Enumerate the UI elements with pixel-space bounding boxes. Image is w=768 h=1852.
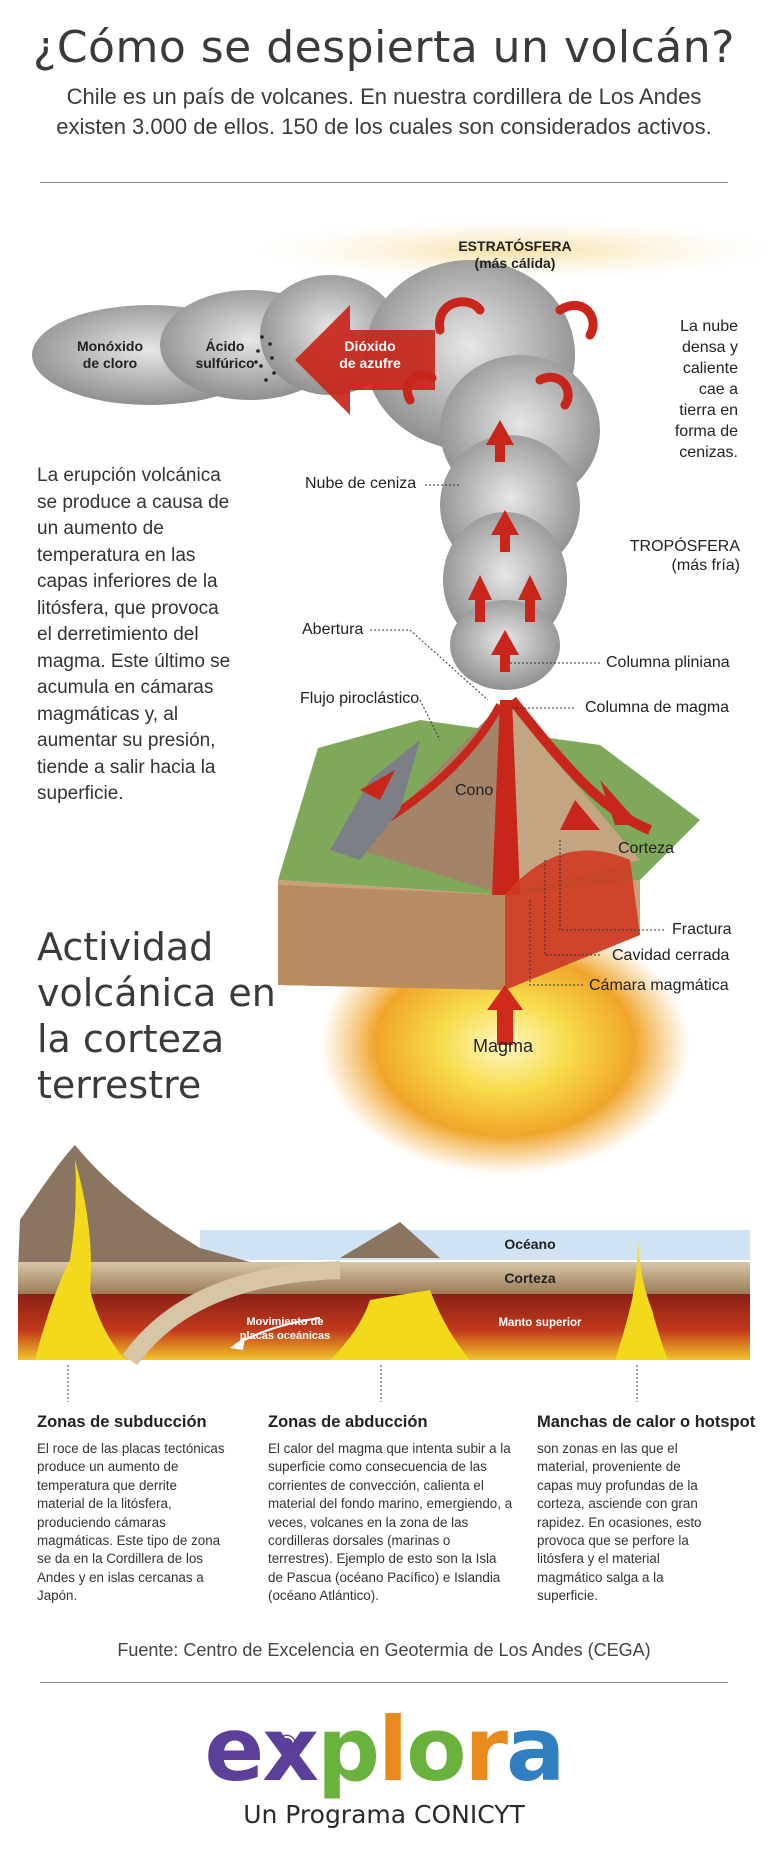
logo-letter: x◉ — [262, 1698, 319, 1801]
logo-letter: a — [506, 1698, 565, 1801]
zone-text: El roce de las placas tectónicas produce… — [37, 1441, 225, 1604]
tagline: Un Programa CONICYT — [243, 1800, 525, 1829]
zone-text: son zonas en las que el material, proven… — [537, 1441, 702, 1604]
magma-label: Magma — [473, 1036, 534, 1056]
stratosphere-label: ESTRATÓSFERA (más cálida) — [445, 238, 585, 272]
opening-label: Abertura — [302, 621, 364, 638]
stratosphere-band — [255, 220, 768, 280]
gas-dioxide-label: Dióxido de azufre — [325, 338, 415, 372]
logo-letter: e — [204, 1698, 265, 1801]
cone-label: Cono — [455, 782, 494, 799]
plates-line1: Movimiento de — [246, 1316, 324, 1328]
crust-label: Corteza — [618, 840, 675, 857]
page-title: ¿Cómo se despierta un volcán? — [32, 22, 736, 73]
troposphere-title: TROPÓSFERA — [629, 538, 740, 555]
gas-sulfuric-line2: sulfúrico — [195, 355, 255, 371]
plates-label: Movimiento de placas oceánicas — [235, 1315, 335, 1343]
plinian-label: Columna pliniana — [606, 654, 730, 671]
dioxide-arrow — [295, 305, 435, 415]
troposphere-label: TROPÓSFERA (más fría) — [600, 537, 740, 575]
logo-letter: l — [378, 1698, 408, 1801]
explora-logo: ex◉plora — [0, 1700, 768, 1800]
logo-letter-x: x — [262, 1698, 319, 1801]
gas-chlorine-line1: Monóxido — [76, 338, 144, 354]
zone-subduction: Zonas de subducción El roce de las placa… — [37, 1413, 227, 1606]
volcano-block — [278, 696, 700, 1045]
section-title: Actividad volcánica en la corteza terres… — [37, 925, 276, 1107]
ash-plume — [32, 260, 600, 690]
logo-letter: p — [317, 1698, 380, 1801]
intro-text: Chile es un país de volcanes. En nuestra… — [56, 84, 712, 139]
fracture-label: Fractura — [672, 921, 732, 938]
magma-column-label: Columna de magma — [585, 699, 730, 716]
gas-sulfuric-label: Ácido sulfúrico — [180, 338, 270, 372]
closed-cavity-label: Cavidad cerrada — [612, 947, 730, 964]
chamber-label: Cámara magmática — [589, 977, 729, 994]
stratosphere-title: ESTRATÓSFERA — [458, 238, 572, 254]
cross-section — [18, 1145, 750, 1402]
gas-sulfuric-line1: Ácido — [205, 338, 245, 354]
gas-chlorine-line2: de cloro — [82, 355, 138, 371]
gas-dioxide-line1: Dióxido — [344, 338, 396, 354]
zone-heading: Zonas de subducción — [37, 1413, 207, 1431]
ocean-label: Océano — [504, 1236, 556, 1252]
troposphere-note: (más fría) — [671, 557, 740, 574]
ash-cloud-label: Nube de ceniza — [305, 475, 417, 492]
pyroclastic-label: Flujo piroclástico — [300, 690, 420, 707]
zone-heading: Zonas de abducción — [268, 1413, 428, 1431]
mantle-label: Manto superior — [498, 1317, 582, 1329]
explanation-text: La erupción volcánica se produce a causa… — [37, 465, 231, 804]
eye-icon: ◉ — [276, 1728, 297, 1756]
gas-chlorine-label: Monóxido de cloro — [55, 338, 165, 372]
cloud-note: La nube densa y caliente cae a tierra en… — [674, 318, 738, 461]
zone-heading: Manchas de calor o hotspot — [537, 1413, 756, 1431]
source-text: Fuente: Centro de Excelencia en Geotermi… — [117, 1640, 651, 1660]
magma-arrow — [487, 985, 523, 1045]
logo-letter: o — [406, 1698, 466, 1801]
zone-text: El calor del magma que intenta subir a l… — [268, 1441, 513, 1604]
gas-dioxide-line2: de azufre — [339, 355, 401, 371]
logo-letter: r — [464, 1698, 508, 1801]
zone-hotspot: Manchas de calor o hotspot son zonas en … — [537, 1413, 757, 1606]
plates-line2: placas oceánicas — [239, 1330, 331, 1342]
zone-abduction: Zonas de abducción El calor del magma qu… — [268, 1413, 513, 1606]
stratosphere-note: (más cálida) — [474, 255, 556, 271]
cross-crust-label: Corteza — [504, 1270, 556, 1286]
